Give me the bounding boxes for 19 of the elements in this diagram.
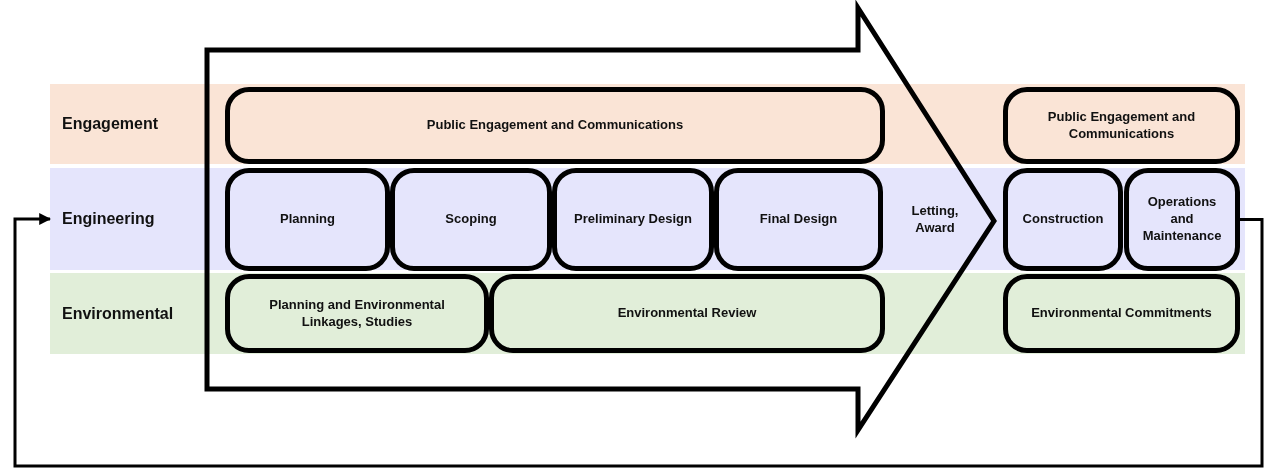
process-box: Construction [1003, 168, 1123, 271]
process-box: Operations and Maintenance [1124, 168, 1240, 271]
process-box: Environmental Commitments [1003, 274, 1240, 353]
feedback-arrow [13, 213, 1264, 468]
lane-label: Engineering [62, 209, 155, 229]
process-box: Preliminary Design [552, 168, 714, 271]
process-box: Scoping [390, 168, 552, 271]
process-box: Public Engagement and Communications [225, 87, 885, 164]
lane-label: Engagement [62, 114, 158, 134]
process-box: Final Design [714, 168, 883, 271]
process-box: Planning [225, 168, 390, 271]
stage-label: Letting, Award [910, 203, 960, 237]
lane-label: Environmental [62, 303, 174, 324]
process-box: Public Engagement and Communications [1003, 87, 1240, 164]
swimlane-band [50, 84, 1245, 164]
process-box: Planning and Environmental Linkages, Studies [225, 274, 489, 353]
process-box: Environmental Review [489, 274, 885, 353]
swimlane-band [50, 168, 1245, 270]
swimlane-band [50, 273, 1245, 354]
